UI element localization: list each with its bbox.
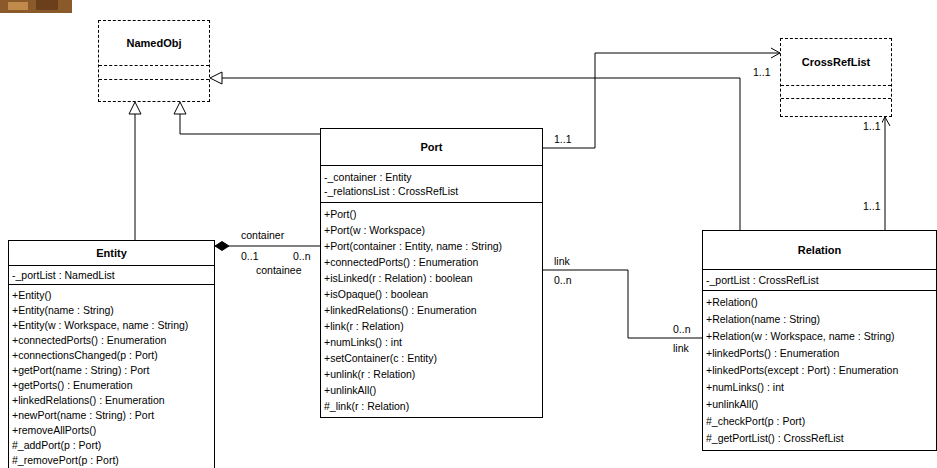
class-member: +linkedPorts(except : Port) : Enumeratio… bbox=[703, 362, 936, 379]
class-name: CrossRefList bbox=[802, 56, 870, 68]
class-box: Relation -_portList : CrossRefList +Relati… bbox=[702, 230, 937, 451]
generalization-head bbox=[174, 102, 186, 114]
class-member: +connectedPorts() : Enumeration bbox=[9, 333, 214, 348]
photo-fragment bbox=[36, 0, 58, 10]
name-compartment: Port bbox=[321, 129, 542, 165]
class-member: +Relation() bbox=[703, 294, 936, 311]
member-compartment bbox=[781, 85, 891, 98]
name-compartment: Relation bbox=[703, 231, 936, 269]
class-member: +Port() bbox=[321, 206, 542, 222]
class-member: +connectedPorts() : Enumeration bbox=[321, 254, 542, 270]
class-name: Port bbox=[421, 141, 443, 153]
class-member: -_portList : CrossRefList bbox=[703, 273, 936, 287]
photo-fragment bbox=[0, 0, 72, 13]
photo-fragment bbox=[0, 0, 72, 13]
class-member: +linkedRelations() : Enumeration bbox=[9, 393, 214, 408]
class-box: CrossRefList bbox=[780, 38, 892, 117]
class-name: NamedObj bbox=[126, 37, 181, 49]
name-compartment: CrossRefList bbox=[781, 39, 891, 85]
class-member: +Entity() bbox=[9, 288, 214, 303]
class-member: +Port(w : Workspace) bbox=[321, 222, 542, 238]
generalization-head bbox=[210, 72, 222, 84]
class-member: +Entity(name : String) bbox=[9, 303, 214, 318]
name-compartment: Entity bbox=[9, 241, 214, 265]
association-line bbox=[180, 114, 320, 134]
class-member: +isLinked(r : Relation) : boolean bbox=[321, 270, 542, 286]
class-member: +setContainer(c : Entity) bbox=[321, 350, 542, 366]
multiplicity-label: 0..n bbox=[553, 274, 573, 287]
association-line bbox=[543, 53, 780, 148]
multiplicity-label: 1..1 bbox=[862, 200, 882, 213]
class-member: +Relation(w : Workspace, name : String) bbox=[703, 328, 936, 345]
multiplicity-label: container bbox=[240, 229, 285, 242]
association-line bbox=[885, 117, 886, 230]
class-member: +Port(container : Entity, name : String) bbox=[321, 238, 542, 254]
generalization-head bbox=[129, 102, 141, 114]
class-member: #_removePort(p : Port) bbox=[9, 453, 214, 468]
class-box: Entity-_portList : NamedList+Entity()+En… bbox=[8, 240, 215, 468]
connector-group bbox=[543, 48, 780, 148]
class-member: +getPort(name : String) : Port bbox=[9, 363, 214, 378]
connector-group bbox=[129, 102, 141, 240]
class-member: +newPort(name : String) : Port bbox=[9, 408, 214, 423]
multiplicity-label: containee bbox=[255, 264, 303, 277]
association-line bbox=[135, 114, 136, 240]
member-compartment: -_container : Entity-_relationsList : Cr… bbox=[321, 165, 542, 202]
class-member: -_relationsList : CrossRefList bbox=[321, 184, 542, 198]
class-member: +link(r : Relation) bbox=[321, 318, 542, 334]
association-line bbox=[229, 246, 320, 247]
class-member: +linkedRelations() : Enumeration bbox=[321, 302, 542, 318]
class-member: +linkedPorts() : Enumeration bbox=[703, 345, 936, 362]
multiplicity-label: 1..1 bbox=[752, 66, 772, 79]
member-compartment bbox=[99, 65, 209, 79]
connector-group bbox=[174, 102, 320, 134]
class-member: +connectionsChanged(p : Port) bbox=[9, 348, 214, 363]
multiplicity-label: link bbox=[672, 342, 690, 355]
composition-diamond bbox=[215, 242, 229, 251]
class-name: Entity bbox=[96, 247, 127, 259]
member-compartment bbox=[99, 79, 209, 101]
multiplicity-label: 1..1 bbox=[862, 120, 882, 133]
association-line bbox=[543, 270, 702, 338]
class-box: Port -_container : Entity-_relationsList … bbox=[320, 128, 543, 418]
multiplicity-label: 0..n bbox=[672, 323, 692, 336]
class-member: +Relation(name : String) bbox=[703, 311, 936, 328]
class-member: +numLinks() : int bbox=[703, 379, 936, 396]
class-member: +removeAllPorts() bbox=[9, 423, 214, 438]
class-member: +unlinkAll() bbox=[703, 396, 936, 413]
class-member: +isOpaque() : boolean bbox=[321, 286, 542, 302]
class-member: +Entity(w : Workspace, name : String) bbox=[9, 318, 214, 333]
member-compartment bbox=[781, 98, 891, 116]
class-member: #_addPort(p : Port) bbox=[9, 438, 214, 453]
class-member: #_checkPort(p : Port) bbox=[703, 413, 936, 430]
class-member: +numLinks() : int bbox=[321, 334, 542, 350]
multiplicity-label: 0..n bbox=[292, 250, 312, 263]
class-box: NamedObj bbox=[98, 20, 210, 102]
connector-group bbox=[543, 270, 702, 338]
member-compartment: -_portList : CrossRefList bbox=[703, 269, 936, 290]
navigability-arrow bbox=[771, 48, 780, 58]
photo-fragment bbox=[8, 2, 28, 10]
name-compartment: NamedObj bbox=[99, 21, 209, 65]
multiplicity-label: 1..1 bbox=[553, 133, 573, 146]
connector-group bbox=[880, 117, 890, 230]
class-member: +unlinkAll() bbox=[321, 382, 542, 398]
class-member: #_getPortList() : CrossRefList bbox=[703, 430, 936, 447]
member-compartment: +Port()+Port(w : Workspace)+Port(contain… bbox=[321, 202, 542, 417]
class-member: +unlink(r : Relation) bbox=[321, 366, 542, 382]
member-compartment: +Entity()+Entity(name : String)+Entity(w… bbox=[9, 284, 214, 468]
multiplicity-label: 0..1 bbox=[240, 250, 260, 263]
class-name: Relation bbox=[798, 244, 841, 256]
member-compartment: -_portList : NamedList bbox=[9, 265, 214, 284]
multiplicity-label: link bbox=[553, 255, 571, 268]
class-member: -_container : Entity bbox=[321, 170, 542, 184]
class-member: #_link(r : Relation) bbox=[321, 398, 542, 414]
class-member: -_portList : NamedList bbox=[9, 268, 214, 282]
class-member: +getPorts() : Enumeration bbox=[9, 378, 214, 393]
member-compartment: +Relation()+Relation(name : String)+Rela… bbox=[703, 290, 936, 450]
